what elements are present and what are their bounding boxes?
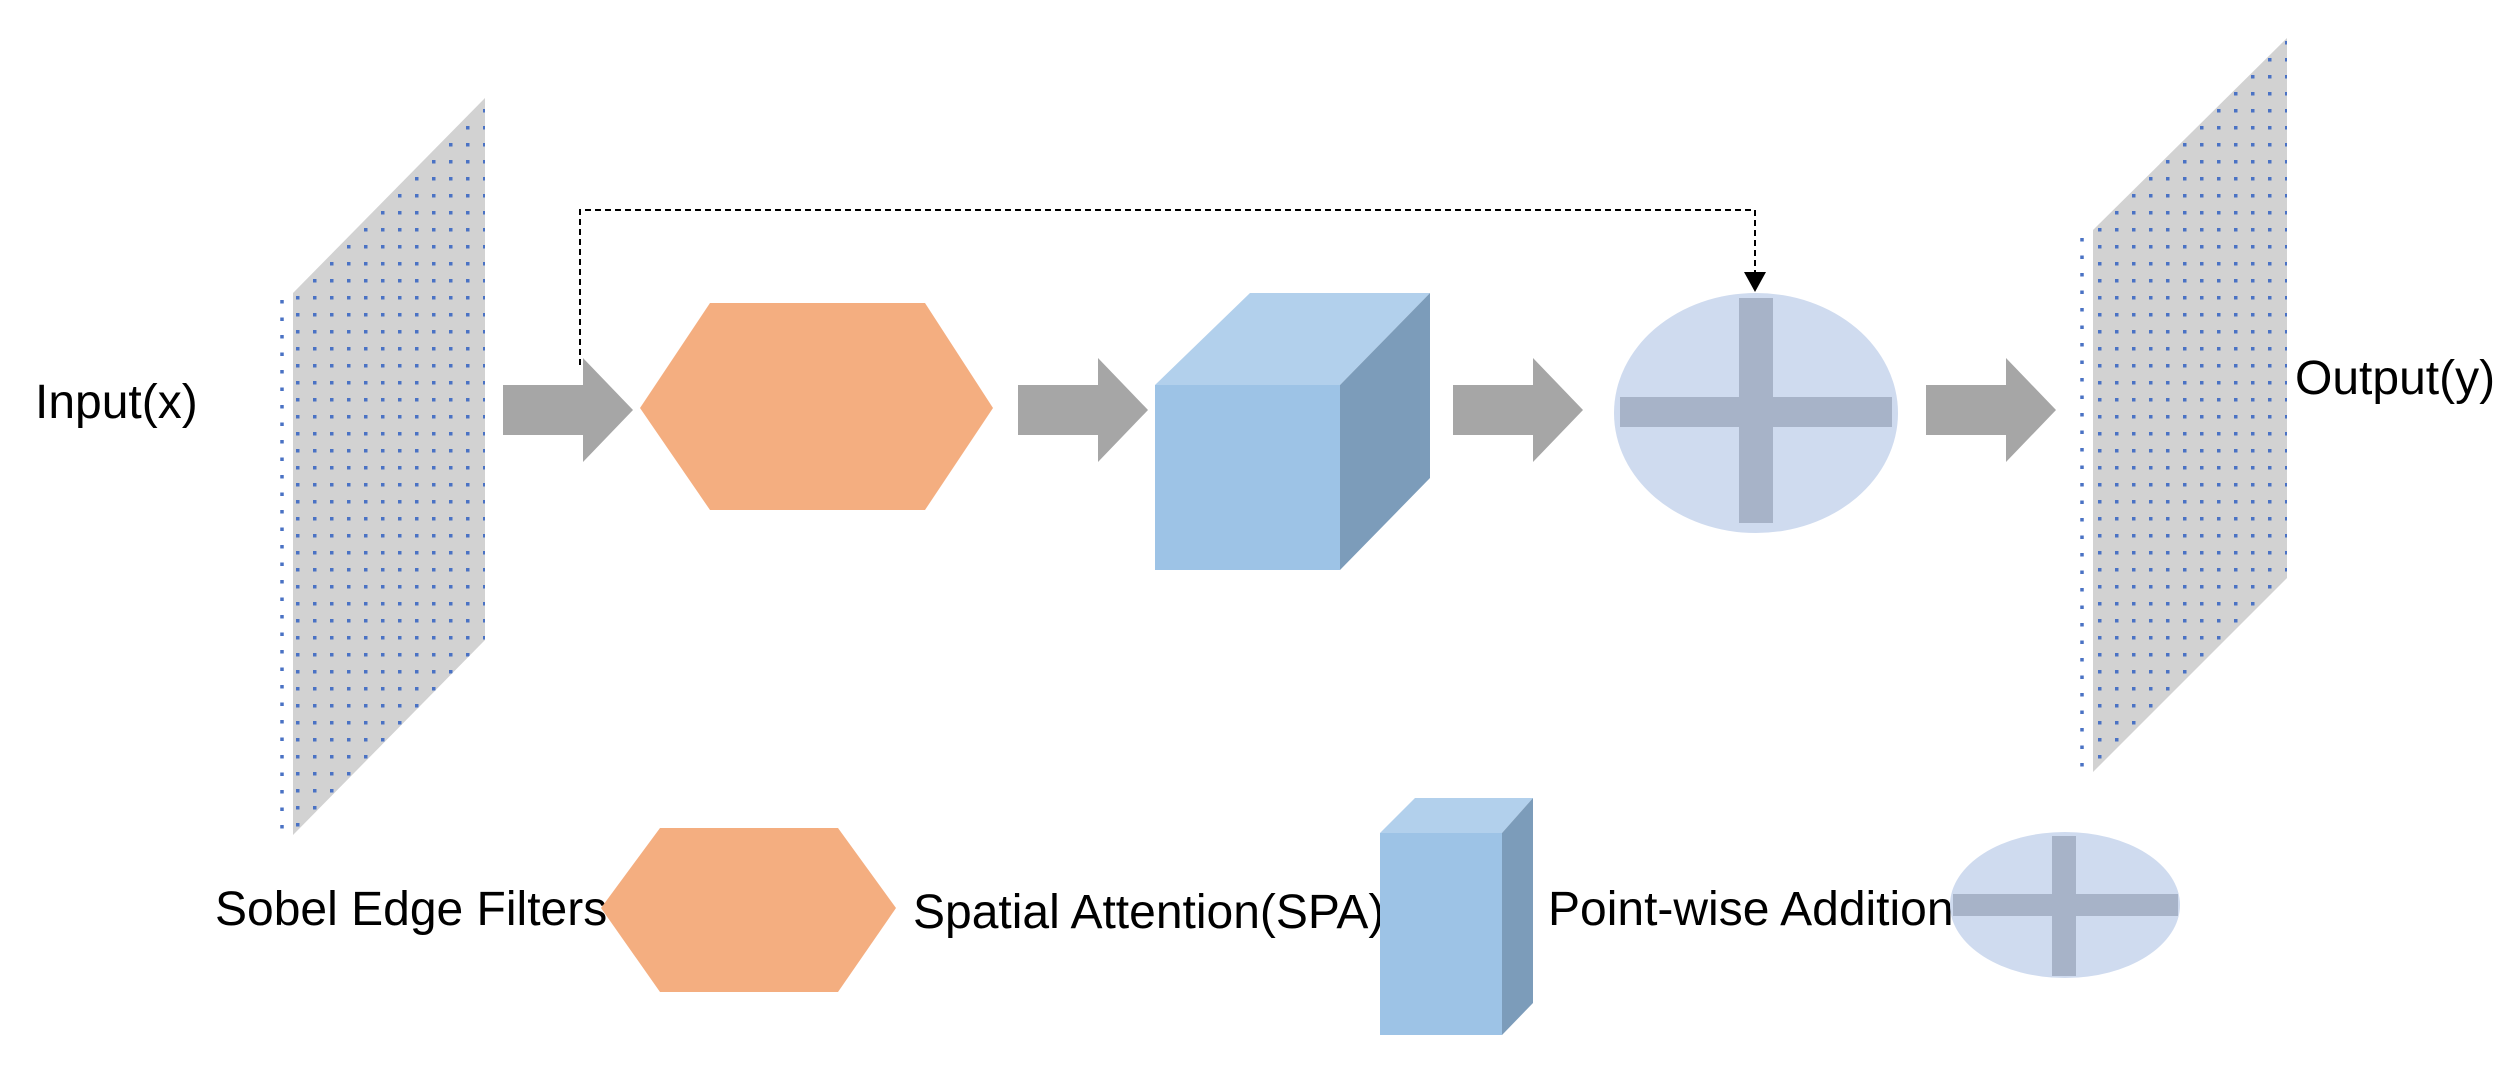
legend: Sobel Edge Filters Spatial Attention(SPA…	[215, 798, 2180, 1035]
legend-addition-symbol	[1950, 832, 2180, 978]
spatial-attention-cube	[1155, 293, 1430, 570]
legend-sobel-label: Sobel Edge Filters	[215, 883, 607, 936]
legend-add-label: Point-wise Addition	[1548, 883, 1954, 936]
flow-arrow-3	[1453, 358, 1583, 462]
skip-connection	[579, 209, 1766, 365]
input-label: Input(x)	[35, 376, 198, 429]
pointwise-addition-symbol	[1614, 293, 1898, 533]
output-feature-map	[2080, 38, 2287, 772]
output-label: Output(y)	[2295, 352, 2495, 405]
input-feature-map	[280, 98, 485, 835]
flow-arrow-2	[1018, 358, 1148, 462]
legend-spa-label: Spatial Attention(SPA)	[913, 886, 1384, 939]
skip-connection-arrowhead	[1744, 272, 1766, 292]
legend-cube	[1380, 798, 1533, 1035]
flow-arrow-4	[1926, 358, 2056, 462]
flow-arrow-1	[503, 358, 633, 462]
sobel-edge-filter-hexagon	[640, 303, 993, 510]
legend-hexagon	[601, 828, 896, 992]
